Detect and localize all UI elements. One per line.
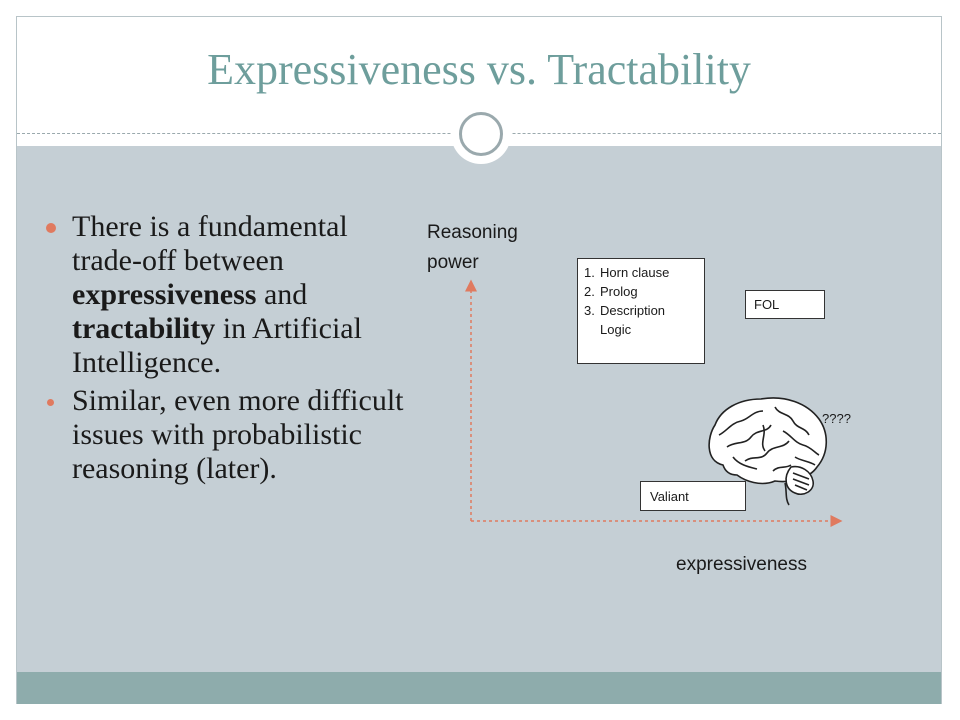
bullet-list: There is a fundamental trade-off between… [46,210,416,490]
logic-list-item: 3. Description Logic [584,301,698,339]
bullet-dot-icon [46,223,56,233]
logic-list-text: Description Logic [600,303,666,337]
bullet-emphasis: expressiveness [72,278,257,311]
logic-list-text: Horn clause [600,265,670,280]
logic-list-text: Prolog [600,284,638,299]
question-marks-label: ???? [822,411,851,426]
bullet-dot-icon [47,399,54,406]
logic-list-box: 1. Horn clause 2. Prolog 3. Description Logic [577,258,705,364]
bullet-text: Similar, even more difficult issues with… [72,384,404,485]
fol-box: FOL [745,290,825,319]
y-axis-label: Reasoning power [427,222,518,273]
bullet-text: and [256,278,308,311]
bullet-emphasis: tractability [72,312,216,345]
logic-list-number: 3. [584,303,595,318]
slide-title: Expressiveness vs. Tractability [207,45,751,94]
logic-list-item: 1. Horn clause [584,263,698,282]
footer-band [17,672,941,704]
logic-list-item: 2. Prolog [584,282,698,301]
x-axis-label: expressiveness [676,554,807,575]
logic-list-number: 2. [584,284,595,299]
bullet-item: There is a fundamental trade-off between… [46,210,416,380]
logic-list-number: 1. [584,265,595,280]
bullet-item: Similar, even more difficult issues with… [46,384,416,486]
circle-ornament-ring [459,112,503,156]
brain-icon [708,397,828,506]
bullet-text: There is a fundamental trade-off between [72,210,348,277]
circle-ornament-icon [451,104,511,164]
valiant-box: Valiant [640,481,746,511]
bullet-text: in Artificial Intelligence. [72,312,362,379]
